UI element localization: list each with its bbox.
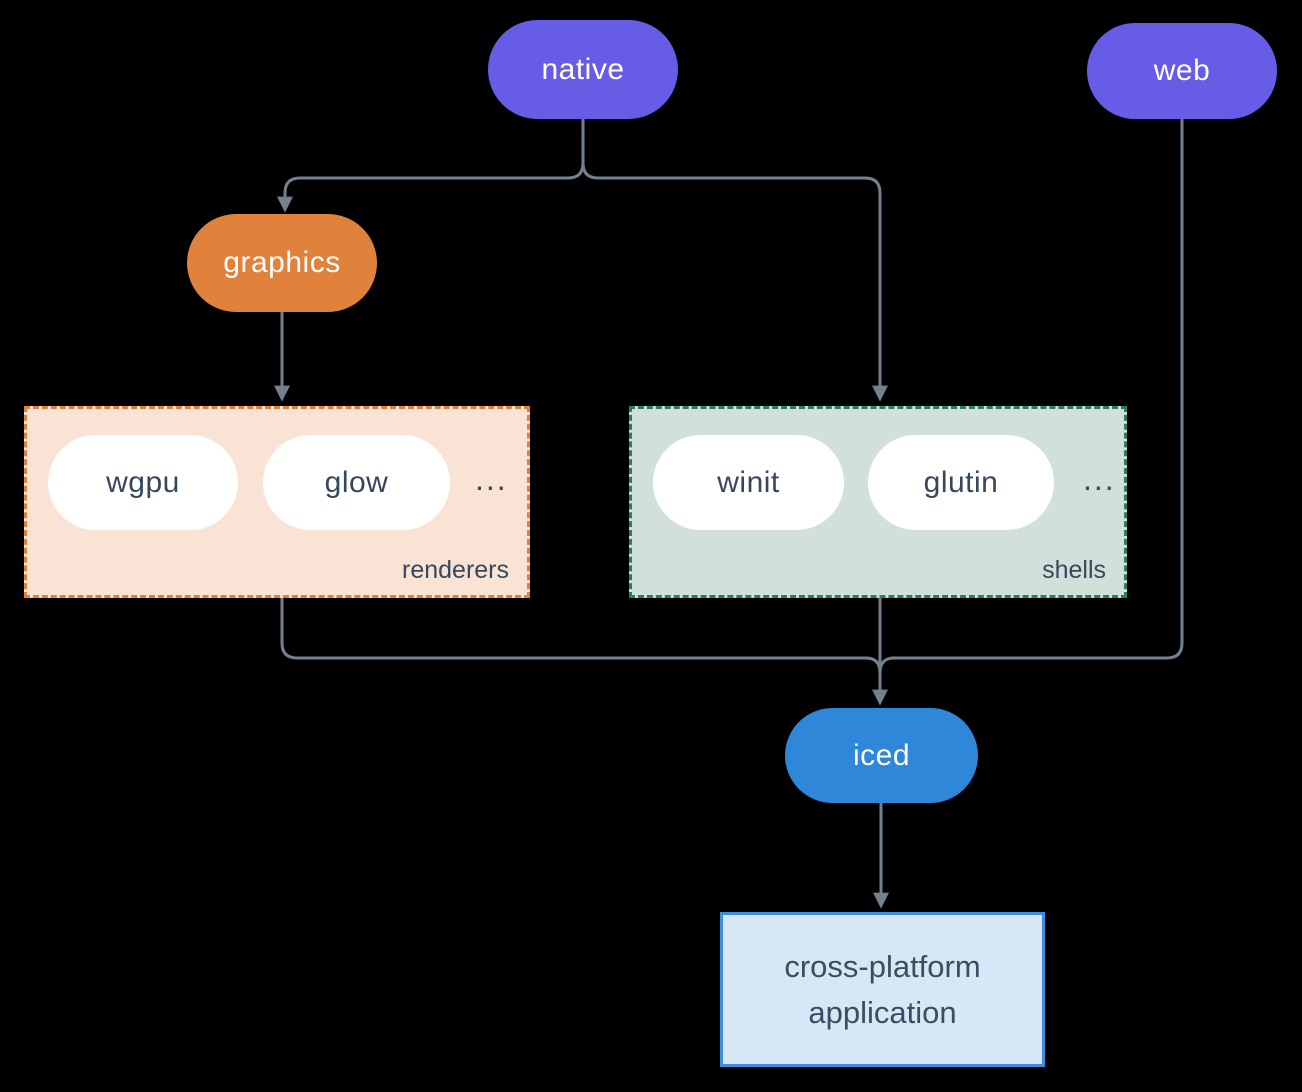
node-web-label: web [1153, 54, 1211, 87]
node-web: web [1087, 23, 1277, 119]
node-graphics: graphics [187, 214, 377, 312]
edge-renderers-merge [280, 598, 882, 674]
group-renderers: wgpu glow ... renderers [24, 406, 530, 598]
node-glutin: glutin [868, 435, 1054, 530]
node-application: cross-platform application [720, 912, 1045, 1067]
node-native-label: native [541, 52, 625, 86]
edge-native-graphics [277, 119, 585, 213]
shells-ellipsis: ... [1083, 461, 1116, 497]
node-winit-label: winit [717, 465, 780, 499]
node-glow-label: glow [324, 465, 389, 499]
edge-native-shells [581, 119, 888, 402]
node-glow: glow [263, 435, 450, 530]
node-application-label-line2: application [808, 994, 957, 1030]
node-glutin-label: glutin [923, 465, 999, 499]
node-graphics-label: graphics [223, 246, 341, 279]
node-iced-label: iced [852, 738, 911, 772]
group-renderers-label: renderers [402, 556, 509, 584]
node-wgpu-label: wgpu [106, 465, 180, 499]
group-shells-label: shells [1042, 556, 1106, 584]
renderers-ellipsis: ... [475, 461, 508, 497]
edge-web-merge [878, 119, 1184, 674]
group-shells: winit glutin ... shells [629, 406, 1127, 598]
node-application-label-line1: cross-platform [784, 948, 981, 984]
node-winit: winit [653, 435, 844, 530]
node-wgpu: wgpu [48, 435, 238, 530]
node-iced: iced [785, 708, 978, 803]
node-native: native [488, 20, 678, 119]
